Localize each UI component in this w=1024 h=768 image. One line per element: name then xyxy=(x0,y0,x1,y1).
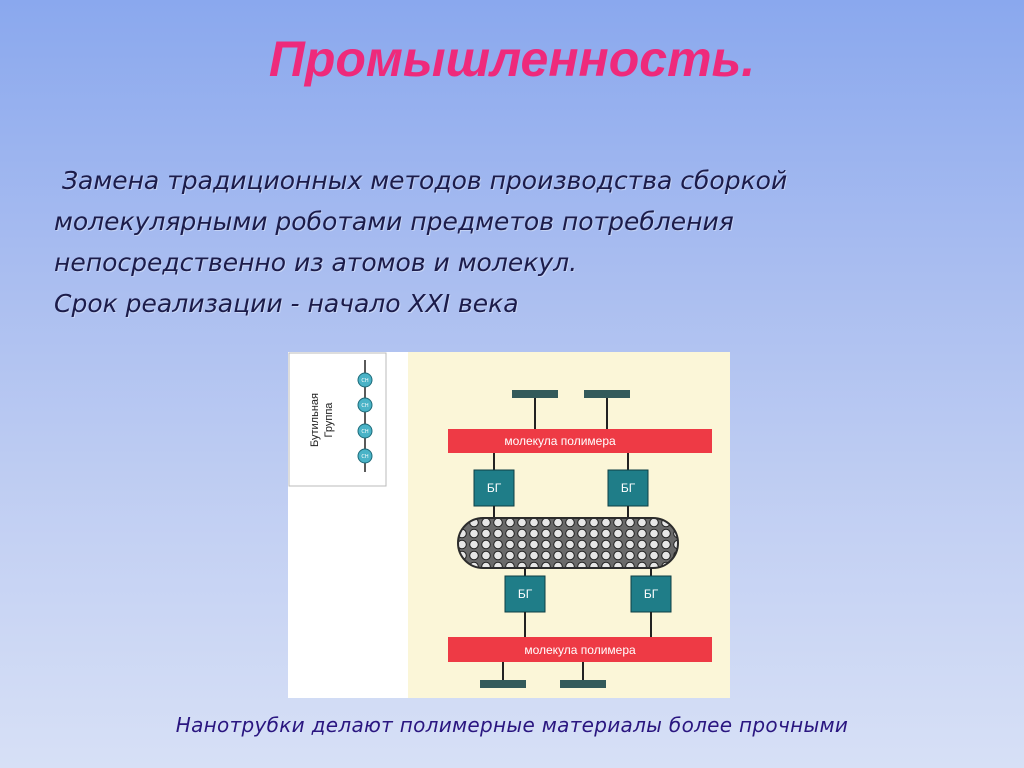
nanotube xyxy=(457,517,679,569)
legend-atom-1 xyxy=(357,372,373,388)
polymer-bar-bottom xyxy=(448,637,712,662)
polymer-bar-top xyxy=(448,429,712,453)
bg-block-top-right-label: БГ xyxy=(621,481,636,495)
slide-title: Промышленность. xyxy=(268,31,756,87)
bg-block-bottom-left-label: БГ xyxy=(518,587,533,601)
bottom-connectors xyxy=(480,662,606,688)
legend-label-line1: Бутильная xyxy=(309,393,321,447)
legend-atom-3 xyxy=(357,423,373,439)
bg-block-top-left-label: БГ xyxy=(487,481,502,495)
polymer-bar-bottom-label: молекула полимера xyxy=(524,643,636,657)
bg-block-bottom-left xyxy=(504,575,546,613)
legend-label-line2: Группа xyxy=(323,402,335,438)
body-line-1: Замена традиционных методов производства… xyxy=(62,166,788,195)
nanotube-polymer-diagram: Бутильная Группа CH CH CH CH молекула по… xyxy=(288,352,730,698)
legend-atom-label-4: CH xyxy=(361,454,368,460)
legend-atom-2 xyxy=(357,397,373,413)
bg-block-bottom-right xyxy=(630,575,672,613)
legend-atom-label-1: CH xyxy=(361,378,368,384)
legend-atom-4 xyxy=(357,448,373,464)
top-connectors xyxy=(512,390,630,429)
legend-atom-label-3: CH xyxy=(361,429,368,435)
body-line-4: Срок реализации - начало XXI века xyxy=(54,289,519,318)
body-line-2: молекулярными роботами предметов потребл… xyxy=(54,207,734,236)
bg-block-bottom-right-label: БГ xyxy=(644,587,659,601)
body-line-3: непосредственно из атомов и молекул. xyxy=(54,248,578,277)
bg-block-top-left xyxy=(473,469,515,507)
diagram-caption: Нанотрубки делают полимерные материалы б… xyxy=(175,713,849,737)
legend-box xyxy=(288,352,387,487)
slide-body-text: Замена традиционных методов производства… xyxy=(54,160,994,324)
polymer-bar-top-label: молекула полимера xyxy=(504,434,616,448)
diagram-canvas: Бутильная Группа CH CH CH CH молекула по… xyxy=(288,352,730,698)
legend-atoms: CH CH CH CH xyxy=(357,372,373,464)
legend-atom-label-2: CH xyxy=(361,403,368,409)
